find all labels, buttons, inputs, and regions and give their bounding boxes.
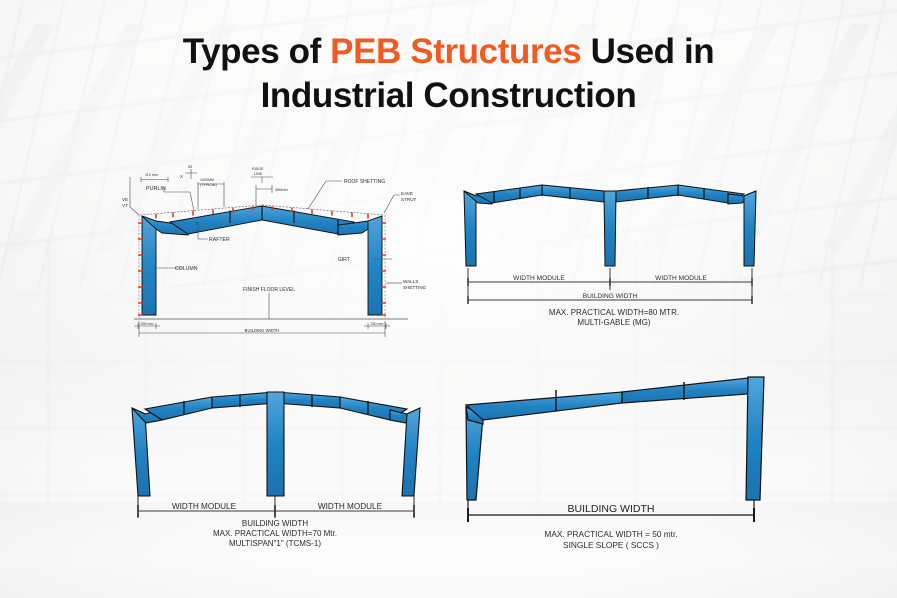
label-ridge-line-2: LINE (254, 172, 263, 176)
tcms-label-width-module-left: WIDTH MODULE (172, 502, 237, 511)
mg-label-building-width: BUILDING WIDTH (583, 293, 638, 300)
label-vt: VT (122, 203, 128, 208)
label-dim-typical: (TYPICAL) (200, 183, 217, 187)
sccs-right-column (745, 376, 765, 501)
label-eave-strut-1: EAVE (401, 191, 413, 196)
mg-label-width-module-right: WIDTH MODULE (655, 275, 707, 282)
mg-right-column (743, 190, 757, 267)
frame-stiffeners (229, 206, 339, 235)
mg-center-column (603, 190, 617, 267)
left-column-shape (141, 215, 157, 316)
label-dim-50: 50 (188, 165, 192, 169)
label-dim-250mm-right: 250 mm (371, 322, 384, 326)
diagram-detailed-frame: VE VT 110 mm X 50 PURLIN 1000MM (TYPICAL… (112, 163, 427, 343)
sccs-rafter-left (464, 391, 623, 421)
girt-marks (138, 222, 386, 316)
label-dim-110mm: 110 mm (145, 173, 158, 177)
mg-rafter-3 (615, 184, 679, 203)
purlin-marks (155, 206, 369, 219)
mg-caption-line-1: MAX. PRACTICAL WIDTH=80 MTR. (549, 308, 679, 317)
mg-left-column (463, 190, 477, 267)
tcms-caption-line-2: MULTISPAN"1" (TCMS-1) (229, 539, 321, 548)
label-rafter: RAFTER (209, 237, 230, 243)
tcms-caption-line-1: MAX. PRACTICAL WIDTH=70 Mtr. (213, 529, 337, 538)
tcms-label-building-width: BUILDING WIDTH (242, 519, 308, 528)
tcms-rafter-mid-left (211, 391, 277, 409)
label-building-width: BUILDING WIDTH (245, 328, 280, 333)
label-girt: GIRT (338, 257, 351, 263)
label-dim-x: X (180, 174, 183, 179)
mg-rafter-2 (541, 184, 605, 203)
poster-title: Types of PEB Structures Used in Industri… (0, 30, 897, 118)
label-finish-floor-level: FINISH FLOOR LEVEL (243, 287, 295, 293)
title-text-part1: Types of (182, 32, 331, 71)
sccs-caption-line-2: SINGLE SLOPE ( SCCS ) (563, 540, 659, 550)
label-eave-strut-2: STRUT (401, 197, 417, 202)
mg-stiffeners (493, 185, 729, 204)
tcms-label-width-module-right: WIDTH MODULE (318, 502, 383, 511)
mg-dimension-arrow-caps (467, 278, 753, 304)
title-text-accent: PEB Structures (330, 32, 582, 71)
sccs-stiffeners (555, 382, 685, 411)
title-line-1: Types of PEB Structures Used in (0, 30, 897, 74)
label-column: COLUMN (175, 266, 198, 272)
label-roof-shetting: ROOF SHETTING (344, 179, 385, 185)
dimension-lines (129, 169, 402, 337)
tcms-dimension-arrow-caps (137, 505, 415, 517)
sccs-dimension-arrow-caps (467, 508, 755, 522)
label-dim-1000mm: 1000MM (200, 178, 214, 182)
diagram-multi-gable: WIDTH MODULE WIDTH MODULE BUILDING WIDTH… (452, 178, 782, 330)
sccs-label-building-width: BUILDING WIDTH (568, 503, 655, 515)
tcms-center-column (266, 391, 285, 497)
label-walls-shetting-2: SHETTING (403, 285, 427, 290)
mg-label-width-module-left: WIDTH MODULE (513, 275, 565, 282)
label-ridge-line-1: RIDGE (252, 167, 264, 171)
label-purlin: PURLIN (146, 186, 166, 192)
title-line-2: Industrial Construction (260, 76, 637, 115)
roof-sheeting-line (139, 204, 385, 216)
tcms-rafter-mid-right (275, 391, 341, 409)
label-dim-250mm-left: 250 mm (141, 322, 154, 326)
diagram-multispan-tcms1: WIDTH MODULE WIDTH MODULE BUILDING WIDTH… (112, 378, 442, 550)
tcms-right-column (401, 407, 421, 497)
right-column-shape (367, 215, 383, 316)
diagram-single-slope-sccs: BUILDING WIDTH MAX. PRACTICAL WIDTH = 50… (452, 372, 792, 557)
label-ve: VE (122, 197, 128, 202)
mg-caption-line-2: MULTI-GABLE (MG) (577, 318, 651, 327)
label-dim-450mm: 450mm (275, 188, 288, 192)
label-rafter-mark: X (196, 221, 199, 226)
sccs-caption-line-1: MAX. PRACTICAL WIDTH = 50 mtr. (544, 529, 677, 539)
label-walls-shetting-1: WALLS (403, 279, 418, 284)
left-rafter-shape (168, 205, 263, 235)
sccs-rafter-right (621, 377, 749, 404)
tcms-stiffeners (183, 395, 369, 414)
title-text-part2: Used in (581, 32, 715, 71)
diagram-1-labels: VE VT 110 mm X 50 PURLIN 1000MM (TYPICAL… (122, 165, 427, 333)
